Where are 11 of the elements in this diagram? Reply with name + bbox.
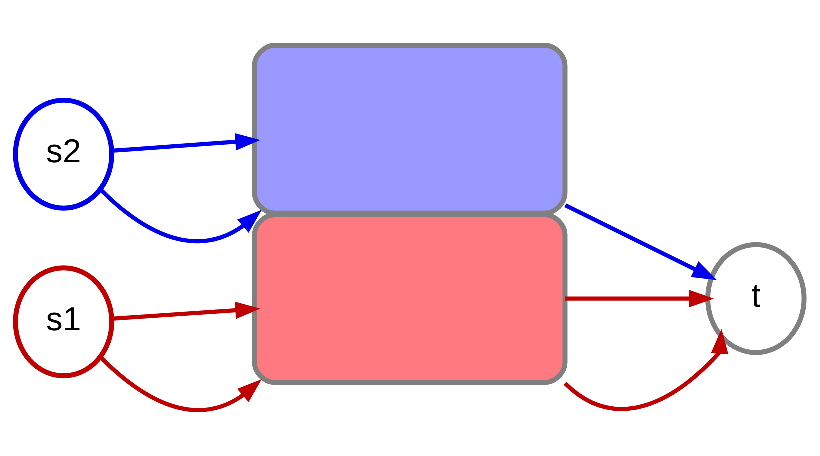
arrow: [112, 301, 261, 320]
node-ellipse: s1: [13, 265, 114, 378]
node-cloud: [252, 42, 568, 216]
arrow: [564, 328, 729, 411]
node-ellipse: s2: [13, 97, 114, 210]
arrow: [564, 203, 718, 280]
arrow: [566, 290, 714, 308]
arrow: [100, 356, 262, 412]
arrow: [112, 132, 261, 153]
arrow: [100, 188, 262, 244]
node-cloud: [252, 212, 568, 385]
